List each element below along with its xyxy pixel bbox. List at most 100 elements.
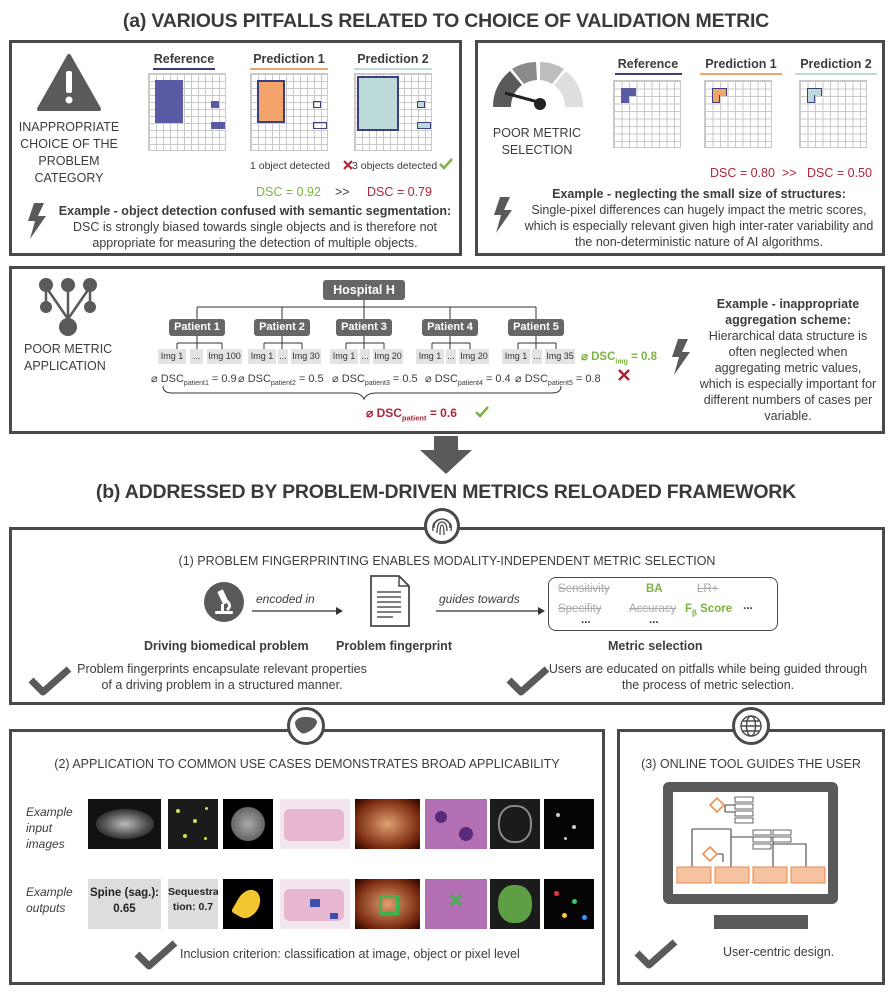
warning-icon bbox=[37, 54, 101, 111]
online-tool-title: (3) ONLINE TOOL GUIDES THE USER bbox=[641, 757, 861, 771]
metric-struck: Sensitivity bbox=[558, 583, 610, 595]
output-image-endoscopy bbox=[355, 879, 420, 929]
dsc-patient: ⌀ DSCpatient = 0.6 bbox=[366, 406, 457, 423]
metric-application-example-body: Hierarchical data structure is often neg… bbox=[699, 329, 877, 423]
output-image-spine: Spine (sag.): 0.65 bbox=[88, 879, 161, 929]
img-dots: ... bbox=[446, 349, 456, 364]
problem-category-label: INAPPROPRIATE CHOICE OF THE PROBLEM CATE… bbox=[18, 120, 120, 185]
metric-dots: ... bbox=[743, 600, 753, 612]
dsc-patient-4: ⌀ DSCpatient4 = 0.4 bbox=[425, 373, 511, 388]
fingerprinting-title: (1) PROBLEM FINGERPRINTING ENABLES MODAL… bbox=[178, 554, 716, 568]
fingerprinting-box: (1) PROBLEM FINGERPRINTING ENABLES MODAL… bbox=[9, 527, 885, 705]
cross-icon bbox=[618, 369, 630, 381]
metric-ba: BA bbox=[646, 583, 663, 595]
arrow-2 bbox=[436, 607, 545, 615]
img-node: Img 1 bbox=[416, 349, 444, 364]
flowchart bbox=[676, 796, 826, 884]
output-image-segmentation bbox=[223, 879, 273, 929]
check-icon bbox=[634, 939, 678, 969]
monitor-screen bbox=[673, 792, 828, 894]
microscope-icon bbox=[215, 589, 233, 614]
img-node: Img 1 bbox=[330, 349, 358, 364]
patient-node-2: Patient 2 bbox=[254, 319, 310, 336]
fingerprint-icon bbox=[432, 518, 452, 536]
application-title: (2) APPLICATION TO COMMON USE CASES DEMO… bbox=[54, 757, 560, 771]
img-node: Img 20 bbox=[459, 349, 489, 364]
lightning-icon bbox=[672, 339, 690, 375]
prediction-1-grid bbox=[704, 80, 772, 148]
reference-grid bbox=[613, 80, 681, 148]
metric-struck: Specifity bbox=[558, 603, 602, 615]
metric-struck: Accuracy bbox=[629, 603, 677, 615]
img-dots: ... bbox=[532, 349, 542, 364]
output-image-instances bbox=[544, 879, 594, 929]
prediction-2-underline bbox=[795, 73, 877, 75]
reference-underline bbox=[153, 68, 215, 70]
input-image-3d bbox=[490, 799, 540, 849]
img-node: Img 35 bbox=[545, 349, 575, 364]
panel-title-prediction-2: Prediction 2 bbox=[800, 57, 872, 71]
panel-title-reference: Reference bbox=[617, 57, 679, 71]
check-icon bbox=[134, 940, 178, 970]
document-icon bbox=[370, 575, 410, 627]
dsc-separator: >> bbox=[335, 185, 350, 199]
output-image-3d bbox=[490, 879, 540, 929]
input-image-ultrasound bbox=[88, 799, 161, 849]
row-2-label: Example outputs bbox=[26, 885, 73, 915]
metric-selection-example-body: Single-pixel differences can hugely impa… bbox=[524, 203, 874, 249]
metric-dots: ... bbox=[581, 614, 591, 626]
img-node: Img 1 bbox=[158, 349, 186, 364]
output-image-histology bbox=[280, 879, 350, 929]
img-node: Img 100 bbox=[207, 349, 242, 364]
metric-application-box: POOR METRIC APPLICATION Hospital H Patie… bbox=[9, 266, 885, 434]
dsc-patient-2: ⌀ DSCpatient2 = 0.5 bbox=[238, 373, 324, 388]
monitor-stand bbox=[714, 915, 808, 929]
input-image-histology bbox=[280, 799, 350, 849]
label-fingerprint: Problem fingerprint bbox=[336, 639, 452, 653]
patient-node-4: Patient 4 bbox=[422, 319, 478, 336]
metric-dots: ... bbox=[649, 614, 659, 626]
dsc-patient-5: ⌀ DSCpatient5 = 0.8 bbox=[515, 373, 601, 388]
gauge-icon bbox=[492, 62, 584, 110]
metric-selection-label: POOR METRIC SELECTION bbox=[492, 126, 582, 157]
panel-title-prediction-2: Prediction 2 bbox=[357, 52, 429, 66]
label-metric: Metric selection bbox=[608, 639, 703, 653]
problem-category-example-body: DSC is strongly biased towards single ob… bbox=[72, 220, 438, 250]
liver-icon bbox=[295, 716, 317, 734]
microscope-badge bbox=[204, 582, 244, 622]
metric-struck: LR+ bbox=[697, 583, 719, 595]
check-icon bbox=[475, 406, 489, 418]
img-node: Img 1 bbox=[248, 349, 276, 364]
dsc-bad: DSC = 0.79 bbox=[367, 185, 432, 199]
img-dots: ... bbox=[278, 349, 288, 364]
globe-icon bbox=[740, 715, 762, 737]
input-image-ct bbox=[223, 799, 273, 849]
panel-title-reference: Reference bbox=[153, 52, 215, 66]
section-a-title: (a) VARIOUS PITFALLS RELATED TO CHOICE O… bbox=[122, 10, 770, 32]
problem-category-example-title: Example - object detection confused with… bbox=[58, 204, 452, 218]
reference-grid bbox=[148, 73, 226, 151]
panel-title-prediction-1: Prediction 1 bbox=[705, 57, 777, 71]
application-box: (2) APPLICATION TO COMMON USE CASES DEMO… bbox=[9, 729, 605, 985]
application-note: Inclusion criterion: classification at i… bbox=[180, 947, 520, 961]
metric-application-example-title: Example - inappropriate aggregation sche… bbox=[716, 297, 860, 327]
input-image-cells bbox=[168, 799, 218, 849]
lightning-icon bbox=[28, 203, 46, 239]
img-node: Img 30 bbox=[291, 349, 321, 364]
patient-node-5: Patient 5 bbox=[508, 319, 564, 336]
globe-badge bbox=[732, 707, 770, 745]
panel-title-prediction-1: Prediction 1 bbox=[253, 52, 325, 66]
dsc-good: DSC = 0.92 bbox=[256, 185, 321, 199]
prediction-1-underline bbox=[700, 73, 782, 75]
tree-connectors bbox=[162, 300, 562, 401]
prediction-1-grid bbox=[250, 73, 328, 151]
down-arrow-icon bbox=[420, 436, 472, 474]
hierarchy-icon bbox=[39, 278, 97, 336]
img-node: Img 1 bbox=[502, 349, 530, 364]
img-dots: ... bbox=[190, 349, 203, 364]
patient-node-3: Patient 3 bbox=[336, 319, 392, 336]
prediction-1-underline bbox=[250, 68, 328, 70]
hospital-node: Hospital H bbox=[323, 280, 405, 300]
dsc-img: ⌀ DSCimg = 0.8 bbox=[581, 351, 657, 366]
output-image-cytology bbox=[425, 879, 487, 929]
